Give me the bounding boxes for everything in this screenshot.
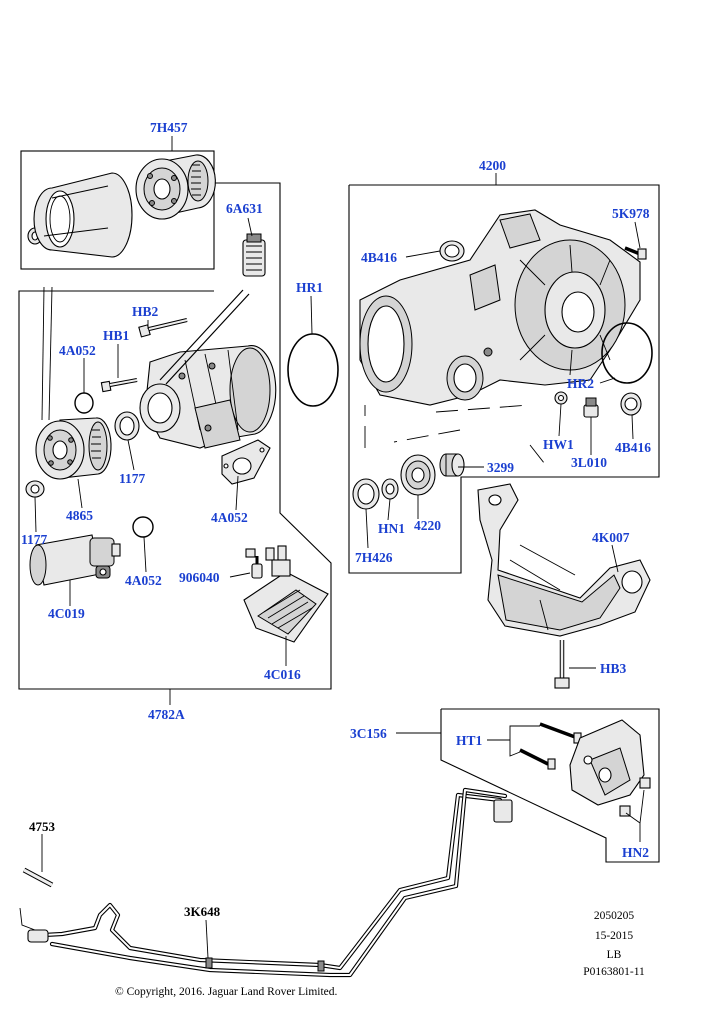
part-hn2-nuts [619,777,651,817]
label-3299: 3299 [487,460,514,475]
frame-4782a [18,182,332,690]
label-4782a: 4782A [148,707,185,722]
frame-4200 [348,184,660,574]
group-4782a-parts [25,233,329,643]
label-1177-mid: 1177 [119,471,146,486]
part-4c016-valve-body [243,545,329,643]
part-4753-pin [22,867,54,888]
copyright: © Copyright, 2016. Jaguar Land Rover Lim… [115,986,338,998]
label-4b416-right: 4B416 [615,440,651,455]
part-3299-spacer [439,453,465,477]
label-7h457: 7H457 [150,120,188,135]
label-3c156: 3C156 [350,726,387,741]
part-ht1-studs [519,722,582,770]
label-4c016: 4C016 [264,667,301,682]
label-6a631: 6A631 [226,201,263,216]
group-meta: 2050205 15-2015 LB P0163801-11 © Copyrig… [115,910,645,998]
part-4k007-mount [477,483,651,689]
meta-line-1: 2050205 [594,910,635,922]
label-4b416-top: 4B416 [361,250,397,265]
part-3l010-plug [583,397,599,418]
label-4k007: 4K007 [592,530,630,545]
label-hb1: HB1 [103,328,130,343]
part-hb2-bolt [138,318,188,338]
meta-line-3: LB [607,949,622,961]
label-5k978: 5K978 [612,206,650,221]
frame-3c156 [440,708,660,863]
label-4865: 4865 [66,508,93,523]
group-frames [18,150,660,863]
label-hw1: HW1 [543,437,574,452]
group-3c156-parts [519,719,651,817]
part-hb3-bolt [554,640,570,689]
part-906040-sensor [245,548,263,579]
label-4a052-low: 4A052 [125,573,162,588]
label-hr1: HR1 [296,280,323,295]
part-hb1-bolt [100,378,138,393]
meta-line-4: P0163801-11 [583,966,645,978]
label-4a052-left: 4A052 [59,343,96,358]
label-4220: 4220 [414,518,441,533]
label-3l010: 3L010 [571,455,607,470]
label-7h426: 7H426 [355,550,393,565]
group-4200-parts [352,209,653,510]
label-ht1: HT1 [456,733,483,748]
label-1177-left: 1177 [21,532,48,547]
frame-7h457 [20,150,215,270]
label-hb3: HB3 [600,661,627,676]
label-4c019: 4C019 [48,606,85,621]
meta-line-2: 15-2015 [595,930,634,942]
label-hn1: HN1 [378,521,405,536]
label-hb2: HB2 [132,304,159,319]
group-labels: 7H457 6A631 4200 5K978 4B416 HR1 HB2 HB1… [21,120,651,919]
part-6a631-filter [242,233,266,277]
label-hr2: HR2 [567,376,594,391]
label-4a052-mid: 4A052 [211,510,248,525]
part-5k978-bolt [624,246,647,260]
label-4753: 4753 [29,819,56,834]
group-7h457-parts [27,154,216,258]
part-hr2-ring [601,322,653,384]
part-4a052-low-oring [132,516,154,538]
label-4200: 4200 [479,158,506,173]
group-leaders [34,136,645,959]
part-hr1-ring [287,333,339,407]
label-3k648: 3K648 [184,904,221,919]
label-hn2: HN2 [622,845,649,860]
part-4a052-left-oring [74,392,94,414]
part-4c019-pump [29,534,121,586]
label-906040: 906040 [179,570,220,585]
part-3k648-pipe [19,787,513,978]
